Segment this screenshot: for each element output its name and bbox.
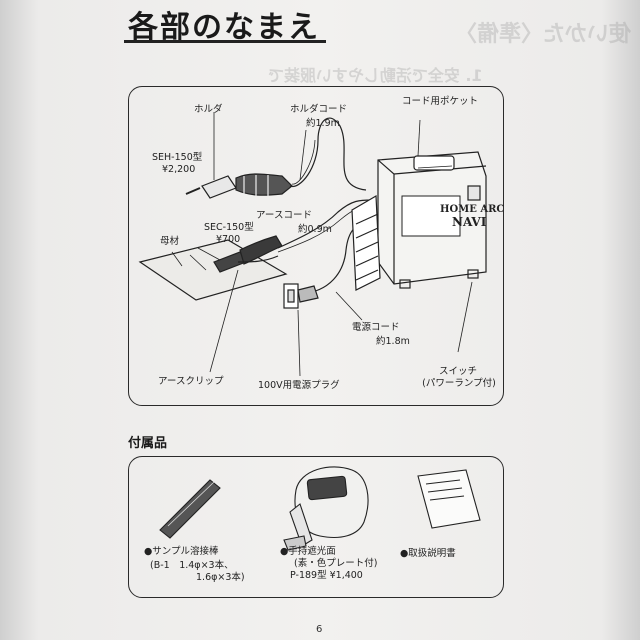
holder-cord-label: ホルダコード — [290, 104, 348, 115]
hand-shield-icon — [283, 466, 369, 551]
cord-pocket-label: コード用ポケット — [402, 96, 479, 107]
hand-shield-label: ●手持遮光面 — [280, 546, 336, 557]
clip-price-label: ¥700 — [216, 234, 241, 245]
parts-diagram-frame — [128, 86, 504, 406]
earth-cord-label: アースコード — [256, 210, 312, 221]
welder-machine — [351, 151, 487, 291]
sample-rod-detail-2: 1.6φ×3本) — [196, 572, 245, 583]
earth-cord-length: 約0.9m — [298, 224, 332, 235]
holder-label: ホルダ — [194, 104, 223, 115]
switch-label: スイッチ — [438, 366, 477, 377]
power-plug — [297, 285, 319, 303]
sample-rod-icon — [159, 479, 221, 539]
holder-drawing — [185, 173, 293, 199]
base-metal-label: 母材 — [160, 236, 180, 247]
brand-sub: NAVI — [452, 215, 487, 229]
power-plug-label: 100V用電源プラグ — [258, 380, 340, 391]
manual-label: ●取扱説明書 — [400, 548, 456, 559]
sample-rod-label: ●サンプル溶接棒 — [144, 546, 219, 557]
brand-name: HOME ARC — [440, 204, 504, 215]
earth-clip-label: アースクリップ — [158, 376, 224, 387]
earth-clip-drawing — [213, 235, 283, 273]
holder-cord-length: 約1.9m — [306, 118, 340, 129]
power-cord-label: 電源コード — [352, 322, 400, 333]
holder-price-label: ¥2,200 — [162, 164, 196, 175]
holder-model-label: SEH-150型 — [152, 152, 203, 163]
hand-shield-detail: (素・色プレート付) — [294, 558, 378, 569]
holder-cord — [289, 117, 367, 191]
title-underline — [124, 40, 326, 43]
hand-shield-model: P-189型 ¥1,400 — [290, 570, 363, 581]
page-title: 各部のなまえ — [128, 10, 320, 45]
sample-rod-detail-1: (B-1 1.4φ×3本、 — [150, 560, 234, 571]
accessories-frame — [128, 456, 504, 598]
accessories-heading: 付属品 — [128, 436, 168, 451]
page-number: 6 — [316, 624, 323, 635]
manual-icon — [417, 469, 481, 529]
switch-note: (パワーランプ付) — [422, 378, 496, 389]
power-cord-length: 約1.8m — [376, 336, 410, 347]
clip-model-label: SEC-150型 — [204, 222, 254, 233]
earth-cord — [277, 199, 373, 249]
